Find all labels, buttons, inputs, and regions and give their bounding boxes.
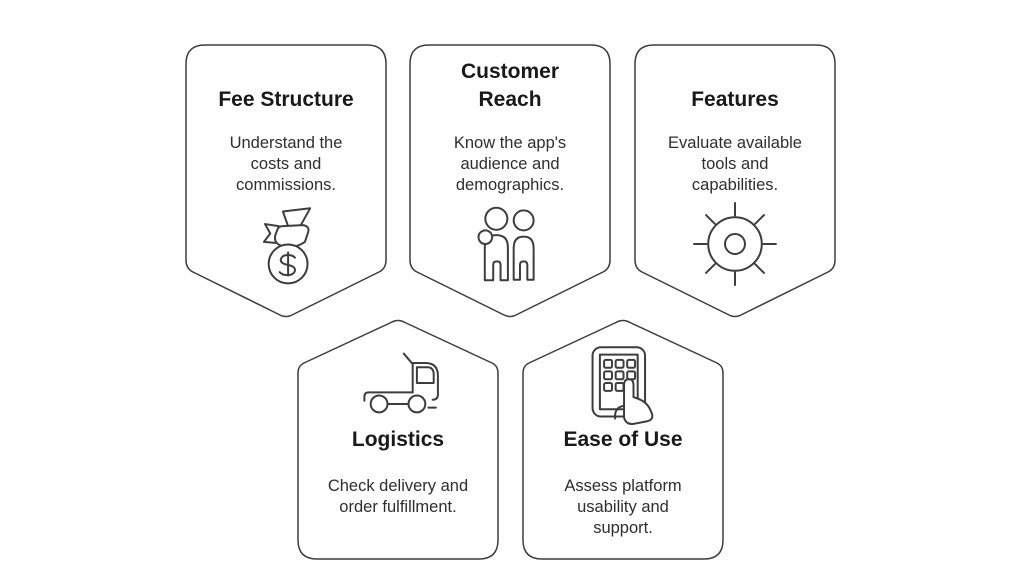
truck-icon [363,352,439,414]
card-fee-structure: Fee Structure Understand the costs and c… [185,44,387,322]
money-bag-icon [262,207,312,285]
card-shape [522,319,724,560]
keypad-touch-icon [591,346,654,426]
card-title: Logistics [351,428,445,451]
card-shape [297,319,499,560]
card-description: Assess platform usability and support. [564,477,682,537]
sun-gear-icon [693,202,777,286]
card-ease-of-use: Ease of Use Assess platform usability an… [522,318,724,560]
card-description: Check delivery and order fulfillment. [327,477,469,516]
card-description: Know the app's audience and demographics… [453,134,567,194]
card-title: Features [691,88,779,111]
card-shape [409,44,611,318]
two-people-icon [477,206,535,282]
card-description: Understand the costs and commissions. [229,134,343,194]
card-customer-reach: Customer Reach Know the app's audience a… [409,44,611,322]
card-title: Ease of Use [563,428,683,451]
card-title: Fee Structure [218,88,354,111]
card-description: Evaluate available tools and capabilitie… [668,134,802,194]
card-logistics: Logistics Check delivery and order fulfi… [297,318,499,560]
card-shape [185,44,387,318]
card-features: Features Evaluate available tools and ca… [634,44,836,322]
card-title: Customer Reach [460,60,560,111]
card-shape [634,44,836,318]
